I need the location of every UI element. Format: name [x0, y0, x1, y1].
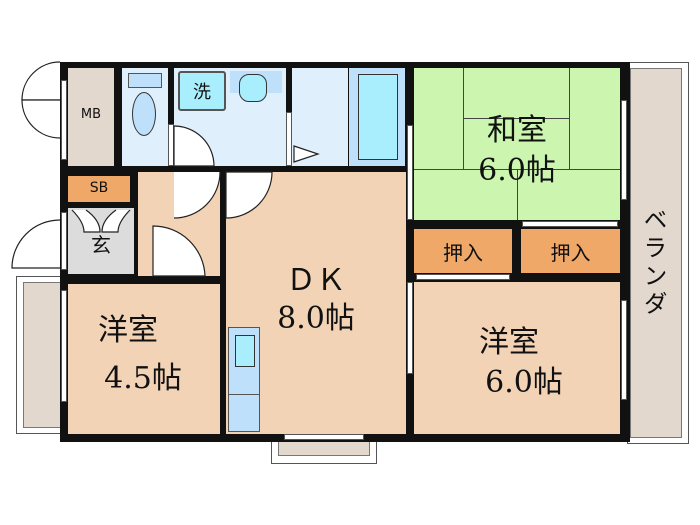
japanese-room-size: 6.0帖	[478, 153, 556, 188]
window-left-balcony	[61, 290, 67, 402]
door-bath[interactable]	[286, 112, 292, 166]
bathroom	[349, 68, 405, 166]
veranda-label: ベランダ	[639, 207, 667, 319]
sink-basin	[239, 74, 267, 102]
tatami-line	[463, 118, 569, 119]
window-dk-bottom	[284, 434, 364, 440]
washer-label: 洗	[193, 82, 211, 103]
mb-label: MB	[80, 107, 102, 122]
western-small-size: 4.5帖	[104, 361, 182, 396]
closet-oshiire-2: 押入	[521, 229, 620, 273]
shoe-box: SB	[68, 176, 130, 202]
sliding-door-oshiire-2[interactable]	[522, 221, 618, 227]
western-small-name: 洋室	[98, 313, 158, 348]
door-entrance[interactable]	[61, 212, 67, 270]
genkan-label: 玄	[91, 233, 111, 257]
sb-label: SB	[89, 180, 109, 196]
door-mb[interactable]	[61, 80, 67, 160]
japanese-room-name: 和室	[487, 113, 547, 148]
bathtub	[358, 74, 398, 160]
veranda: ベランダ	[630, 68, 682, 438]
tatami-line	[517, 169, 518, 220]
western-large-size: 6.0帖	[485, 365, 563, 400]
toilet	[122, 68, 168, 166]
toilet-bowl	[132, 92, 156, 136]
kitchen-divider	[228, 394, 260, 395]
japanese-room: 和室 6.0帖	[414, 68, 620, 220]
window-veranda-lower	[621, 300, 627, 400]
left-balcony	[23, 282, 61, 428]
closet-2-label: 押入	[550, 240, 591, 265]
western-room-large: 洋室 6.0帖	[414, 282, 620, 434]
tatami-line	[569, 68, 570, 169]
window-veranda-upper	[621, 100, 627, 200]
western-room-small: 洋室 4.5帖	[68, 284, 220, 434]
sliding-door-dk-western[interactable]	[407, 282, 413, 374]
closet-1-label: 押入	[443, 240, 483, 265]
dk-size: 8.0帖	[277, 301, 355, 336]
dk-name: ＤＫ	[286, 263, 346, 298]
dining-kitchen: ＤＫ 8.0帖	[226, 172, 406, 434]
sliding-door-oshiire-1[interactable]	[416, 274, 510, 280]
kitchen-sink	[235, 335, 255, 367]
closet-oshiire-1: 押入	[414, 229, 512, 273]
sliding-door-dk-washitsu[interactable]	[407, 125, 413, 220]
washing-machine: 洗	[178, 71, 226, 111]
toilet-tank	[128, 73, 162, 88]
meter-box: MB	[68, 68, 114, 166]
western-large-name: 洋室	[479, 325, 539, 360]
